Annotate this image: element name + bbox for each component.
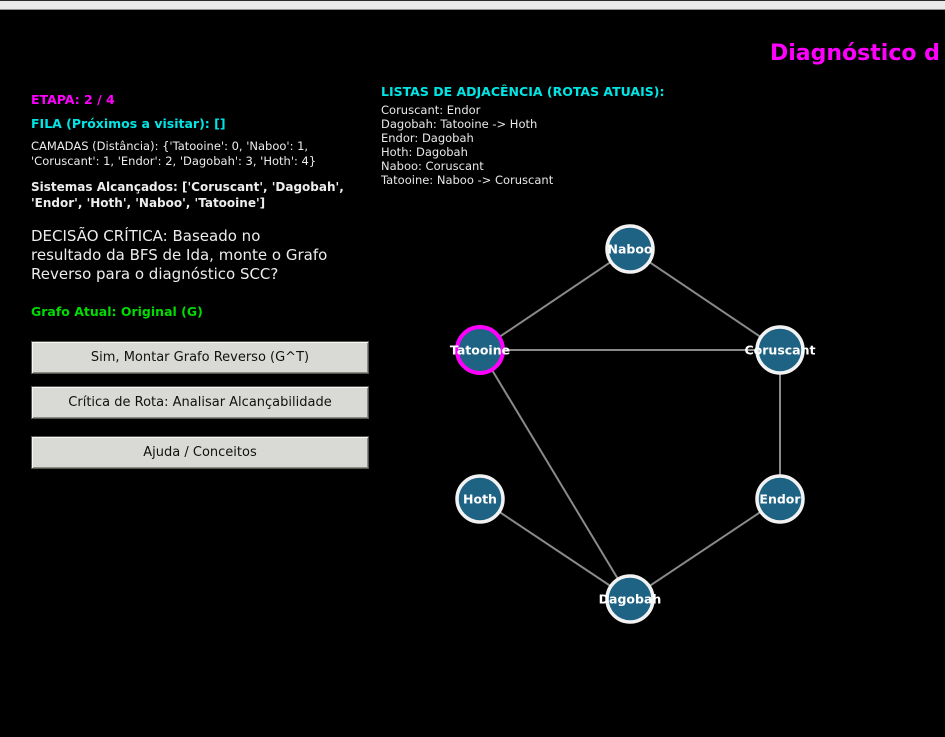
graph-node-coruscant — [755, 325, 805, 375]
help-concepts-button[interactable]: Ajuda / Conceitos — [31, 436, 369, 469]
graph-node-hoth — [455, 474, 505, 524]
graph-node-label: Dagobah — [599, 592, 662, 607]
graph-node-tatooine — [455, 325, 505, 375]
graph-node-naboo — [605, 224, 655, 274]
critical-decision-prompt: DECISÃO CRÍTICA: Baseado no resultado da… — [31, 227, 328, 283]
graph-edge — [479, 349, 631, 600]
window-top-bar — [0, 0, 945, 10]
reached-systems: Sistemas Alcançados: ['Coruscant', 'Dago… — [31, 180, 344, 210]
graph-edge — [479, 248, 631, 351]
graph-edge — [629, 498, 781, 600]
build-reverse-graph-button[interactable]: Sim, Montar Grafo Reverso (G^T) — [31, 341, 369, 374]
adjacency-lists: Coruscant: Endor Dagobah: Tatooine -> Ho… — [381, 103, 554, 187]
adjacency-lists-header: LISTAS DE ADJACÊNCIA (ROTAS ATUAIS): — [381, 84, 665, 99]
step-indicator: ETAPA: 2 / 4 — [31, 92, 115, 107]
graph-node-endor — [755, 474, 805, 524]
graph-node-label: Hoth — [463, 492, 497, 507]
graph-edge — [629, 248, 781, 351]
graph-node-label: Naboo — [607, 242, 652, 257]
page-title: Diagnóstico d — [770, 41, 940, 66]
graph-node-dagobah — [605, 574, 655, 624]
graph-node-label: Endor — [759, 492, 801, 507]
graph-node-label: Tatooine — [450, 343, 510, 358]
current-graph-label: Grafo Atual: Original (G) — [31, 304, 203, 319]
queue-status: FILA (Próximos a visitar): [] — [31, 116, 226, 131]
route-critique-button[interactable]: Crítica de Rota: Analisar Alcançabilidad… — [31, 386, 369, 419]
graph-edge — [479, 498, 631, 600]
layers-distances: CAMADAS (Distância): {'Tatooine': 0, 'Na… — [31, 139, 317, 168]
graph-node-label: Coruscant — [745, 343, 816, 358]
